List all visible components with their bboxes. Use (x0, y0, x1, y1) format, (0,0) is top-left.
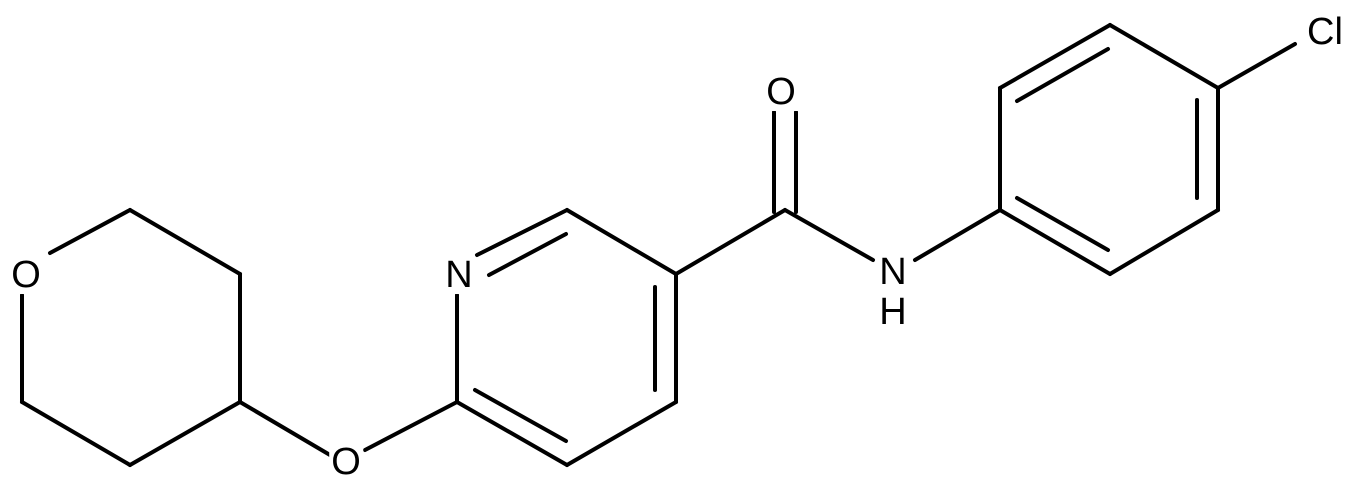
atom-label-amide-nitrogen: N (877, 251, 909, 293)
bond (238, 400, 332, 457)
bond (913, 208, 1002, 262)
bond (1216, 42, 1297, 90)
bond (674, 208, 787, 276)
bond (48, 208, 132, 255)
bond (20, 400, 132, 467)
bond (487, 232, 568, 277)
bond (998, 208, 1112, 276)
atom-label-pyridine-nitrogen: N (443, 254, 475, 296)
bond (473, 388, 568, 443)
bond (565, 208, 678, 276)
bond (363, 400, 459, 452)
atom-label-carbonyl-oxygen: O (764, 71, 798, 113)
bond (783, 208, 875, 262)
atom-label-ring-oxygen: O (9, 254, 43, 296)
bond (455, 400, 569, 467)
bond (1015, 196, 1110, 252)
bond (1015, 47, 1110, 103)
bond (565, 400, 678, 467)
bond (475, 208, 569, 257)
bond (128, 400, 242, 467)
bond (1108, 208, 1220, 276)
bond (1108, 23, 1220, 90)
atom-label-chlorine: Cl (1305, 11, 1345, 53)
bond (998, 23, 1112, 90)
atom-label-ether-oxygen: O (329, 441, 363, 483)
bond (128, 208, 242, 276)
atom-label-amide-hydrogen: H (877, 291, 909, 333)
